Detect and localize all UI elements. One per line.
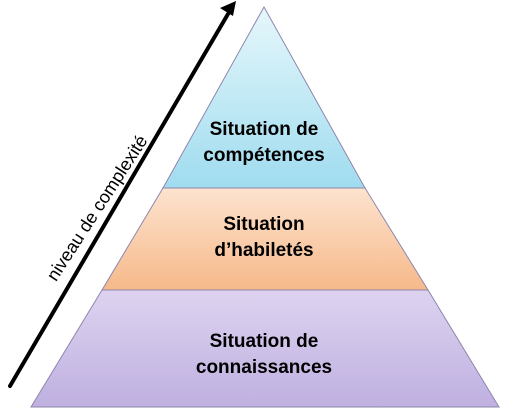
layer-label-habiletes: Situation d’habiletés <box>174 212 354 264</box>
layer-label-line: Situation de <box>209 331 319 352</box>
layer-label-line: compétences <box>203 145 325 166</box>
layer-label-line: connaissances <box>195 357 333 378</box>
layer-label-connaissances: Situation de connaissances <box>174 329 354 381</box>
layer-label-line: d’habiletés <box>214 240 314 261</box>
layer-label-competences: Situation de compétences <box>174 117 354 169</box>
layer-label-line: Situation <box>223 214 305 235</box>
complexity-arrow-head <box>220 1 236 16</box>
pyramid-layer-bottom <box>30 289 500 408</box>
complexity-arrow-shaft <box>8 12 230 388</box>
layer-label-line: Situation de <box>209 119 319 140</box>
